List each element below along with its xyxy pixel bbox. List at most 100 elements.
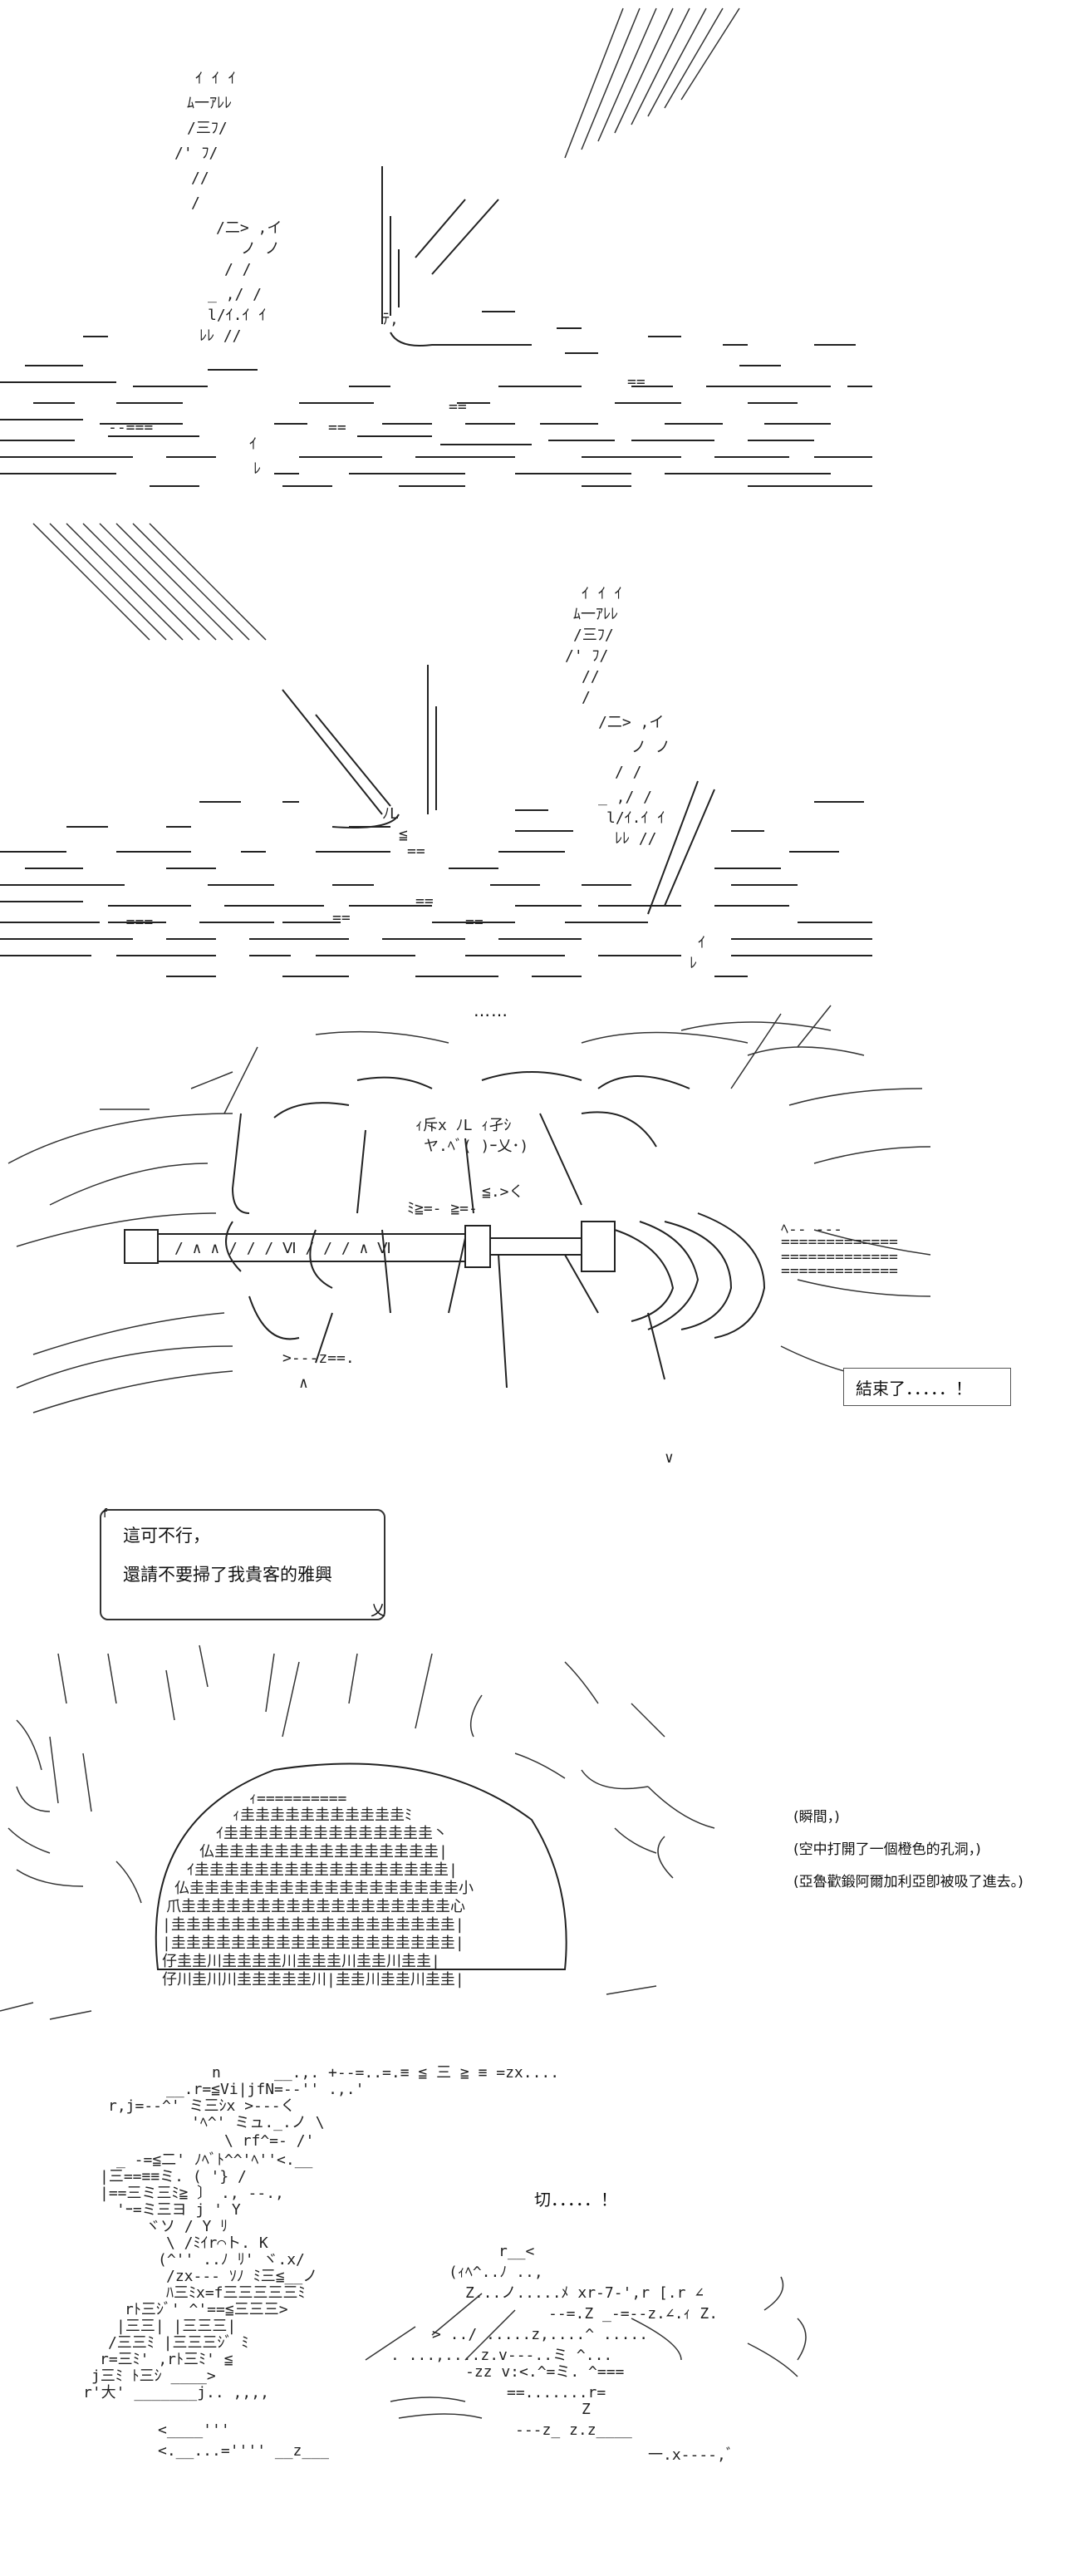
svg-text:<____''': <____''' — [158, 2421, 230, 2439]
ascii-art-portal-hole: ｨ========== ｨ圭圭圭圭圭圭圭圭圭圭圭ﾐ ｲ圭圭圭圭圭圭圭圭圭圭圭圭圭… — [0, 1644, 715, 2020]
svg-text:≦.>く: ≦.>く — [482, 1183, 524, 1201]
svg-text:爪圭圭圭圭圭圭圭圭圭圭圭圭圭圭圭圭圭圭心: 爪圭圭圭圭圭圭圭圭圭圭圭圭圭圭圭圭圭圭心 — [166, 1898, 465, 1915]
panel-5: ｨ========== ｨ圭圭圭圭圭圭圭圭圭圭圭ﾐ ｲ圭圭圭圭圭圭圭圭圭圭圭圭圭… — [0, 1637, 1080, 2044]
panel-1: ｲ ｲ ｲ ﾑ一ｱﾚﾚ /三ﾌ/ /' ﾌ/ // / /二> ,イ ノ ノ /… — [0, 0, 1080, 499]
svg-text:ｨ圭圭圭圭圭圭圭圭圭圭圭ﾐ: ｨ圭圭圭圭圭圭圭圭圭圭圭ﾐ — [233, 1807, 412, 1824]
svg-text:==: == — [415, 892, 434, 910]
svg-text:ﾐ≧=- ≧=-: ﾐ≧=- ≧=- — [407, 1200, 478, 1217]
svg-text:--===: --=== — [108, 913, 153, 931]
svg-text:==: == — [449, 398, 467, 415]
svg-text:ｲ圭圭圭圭圭圭圭圭圭圭圭圭圭圭丶: ｲ圭圭圭圭圭圭圭圭圭圭圭圭圭圭丶 — [216, 1825, 448, 1842]
svg-text:/三ﾌ/: /三ﾌ/ — [187, 120, 228, 137]
speech-bubble-host: f 這可不行， 還請不要掃了我貴客的雅興 乂 — [100, 1507, 385, 1620]
ascii-art-sword-clash: / ∧ ∧ / / / Ⅵ / / / ∧ Ⅵ ｨ斥x ﾉL ｨ孑ｼ ヤ.ﾍﾞ(… — [7, 1005, 931, 1467]
svg-text:j三ﾐ ﾄ三ｼ ____>: j三ﾐ ﾄ三ｼ ____> — [91, 2367, 216, 2385]
svg-text:> ../ .....z,....^ ....: > ../ .....z,....^ ..... — [432, 2326, 648, 2343]
svg-text:--=.Z _-=--z.∠.ｨ Z.: --=.Z _-=--z.∠.ｨ Z. — [548, 2305, 718, 2323]
panel-3: …… — [0, 997, 1080, 1487]
svg-text:ｨ==========: ｨ========== — [249, 1790, 347, 1807]
svg-text:一.x----,ﾞ: 一.x----,ﾞ — [648, 2446, 734, 2464]
svg-text:ｲ圭圭圭圭圭圭圭圭圭圭圭圭圭圭圭圭圭|: ｲ圭圭圭圭圭圭圭圭圭圭圭圭圭圭圭圭圭| — [187, 1861, 458, 1879]
svg-text:ﾉL: ﾉL — [382, 805, 399, 823]
svg-text:/ /: / / — [615, 764, 642, 781]
svg-text:|圭圭圭圭圭圭圭圭圭圭圭圭圭圭圭圭圭圭圭|: |圭圭圭圭圭圭圭圭圭圭圭圭圭圭圭圭圭圭圭| — [162, 1916, 464, 1934]
svg-text:ｲ: ｲ — [249, 435, 257, 453]
svg-text:'ﾍ^' ミュ._.ノ \: 'ﾍ^' ミュ._.ノ \ — [191, 2114, 325, 2131]
panel-2: ｲ ｲ ｲ ﾑ一ｱﾚﾚ /三ﾌ/ /' ﾌ/ // / /二> ,イ ノ ノ /… — [0, 515, 1080, 997]
narration-line-2: (空中打開了一個橙色的孔洞，) — [793, 1841, 981, 1859]
svg-text:l/ｲ.ｲ ｲ: l/ｲ.ｲ ｲ — [606, 809, 665, 827]
svg-text:/ /: / / — [224, 261, 252, 278]
svg-text:\ rf^=- /': \ rf^=- /' — [224, 2132, 314, 2150]
svg-text:/三ﾌ/: /三ﾌ/ — [573, 627, 614, 644]
svg-text:ﾑ一ｱﾚﾚ: ﾑ一ｱﾚﾚ — [187, 95, 232, 112]
svg-text:ｲ ｲ ｲ: ｲ ｲ ｲ — [195, 70, 236, 87]
svg-text:/zx--- ｿﾉ ﾐ三≦__ノ: /zx--- ｿﾉ ﾐ三≦__ノ — [166, 2268, 317, 2285]
svg-text:r__<: r__< — [498, 2243, 535, 2260]
svg-text:==.......r=: ==.......r= — [507, 2384, 606, 2401]
panel-4: f 這可不行， 還請不要掃了我貴客的雅興 乂 — [0, 1496, 1080, 1645]
svg-text:/: / — [582, 689, 591, 706]
svg-text:ノ ノ: ノ ノ — [241, 240, 280, 258]
narration-line-3: (亞魯歡鍛阿爾加利亞卽被吸了進去。) — [793, 1874, 1024, 1891]
svg-text:ﾚ: ﾚ — [253, 460, 261, 478]
svg-text:==: == — [627, 373, 646, 391]
svg-text:__.r=≦Vi|jfN=--'' .,.': __.r=≦Vi|jfN=--'' .,.' — [166, 2081, 364, 2098]
svg-text:rﾄ三ｼﾞ' ^'==≦三三三>: rﾄ三ｼﾞ' ^'==≦三三三> — [125, 2301, 288, 2318]
svg-text:==: == — [407, 843, 425, 860]
svg-text:ヤ.ﾍﾞ( )ｰ乂･): ヤ.ﾍﾞ( )ｰ乂･) — [424, 1138, 528, 1155]
svg-text:(ｨﾍ^..ﾉ ..,: (ｨﾍ^..ﾉ .., — [449, 2264, 543, 2281]
speech-text-ended: 結束了．．．．．！ — [856, 1379, 972, 1399]
svg-text:_ ,/ /: _ ,/ / — [598, 789, 652, 806]
ellipsis-text: …… — [474, 1000, 508, 1020]
svg-text:r'大' _______j.. ,,,,: r'大' _______j.. ,,,, — [83, 2384, 269, 2401]
svg-text:n: n — [212, 2064, 221, 2082]
svg-text:ﾊ三ﾐx=f三三三三三ﾐ: ﾊ三ﾐx=f三三三三三ﾐ — [166, 2284, 306, 2302]
svg-text:=============: ============= — [781, 1262, 898, 1280]
svg-text:=============: ============= — [781, 1233, 898, 1251]
svg-text:|==三ミ三ﾐ≧ 〕 ., ‐-.,: |==三ミ三ﾐ≧ 〕 ., ‐-., — [100, 2185, 284, 2202]
svg-text:/三三ﾐ |三三三ｼﾞ ﾐ: /三三ﾐ |三三三ｼﾞ ﾐ — [108, 2334, 248, 2352]
svg-text:仏圭圭圭圭圭圭圭圭圭圭圭圭圭圭圭|: 仏圭圭圭圭圭圭圭圭圭圭圭圭圭圭圭| — [199, 1843, 448, 1861]
bubble-tail: 乂 — [371, 1602, 385, 1620]
svg-text:ヾソ / Y ﾘ: ヾソ / Y ﾘ — [145, 2218, 228, 2235]
svg-text:__.,. +--=..=.≡ ≦ 三 ≧ ≡ =zx...: __.,. +--=..=.≡ ≦ 三 ≧ ≡ =zx.... — [274, 2064, 559, 2082]
narration-line-1: (瞬間，) — [793, 1809, 840, 1826]
svg-text://: // — [582, 668, 600, 686]
svg-text:==: == — [332, 909, 351, 927]
svg-text:Z: Z — [582, 2401, 591, 2418]
svg-text:ｲ ｲ ｲ: ｲ ｲ ｲ — [582, 585, 622, 602]
svg-text:|三三| |三三三|: |三三| |三三三| — [116, 2318, 236, 2335]
svg-text:ﾍ-- ---: ﾍ-- --- — [781, 1221, 842, 1238]
svg-text:ﾚ: ﾚ — [690, 955, 697, 972]
bubble-marker: f — [103, 1507, 107, 1521]
svg-text:==: == — [328, 419, 346, 436]
speech-line-2: 還請不要掃了我貴客的雅興 — [123, 1564, 332, 1585]
svg-text:ﾚﾚ //: ﾚﾚ // — [199, 327, 242, 345]
svg-text:|圭圭圭圭圭圭圭圭圭圭圭圭圭圭圭圭圭圭圭|: |圭圭圭圭圭圭圭圭圭圭圭圭圭圭圭圭圭圭圭| — [162, 1934, 464, 1952]
svg-text:==: == — [465, 913, 484, 931]
ascii-art-sea-scene-1: ｲ ｲ ｲ ﾑ一ｱﾚﾚ /三ﾌ/ /' ﾌ/ // / /二> ,イ ノ ノ /… — [0, 7, 872, 487]
svg-text:|三==≡≡ミ. ( '} /: |三==≡≡ミ. ( '} / — [100, 2168, 247, 2185]
narration-block: (瞬間，) (空中打開了一個橙色的孔洞，) (亞魯歡鍛阿爾加利亞卽被吸了進去。) — [793, 1802, 1024, 1899]
svg-text:ﾚﾚ //: ﾚﾚ // — [615, 830, 657, 848]
svg-text:>---z==.: >---z==. — [282, 1349, 355, 1367]
svg-text:∧: ∧ — [299, 1374, 308, 1392]
svg-text:∨: ∨ — [665, 1449, 674, 1467]
svg-text:r=三ﾐ' ,rﾄ三ﾐ' ≦: r=三ﾐ' ,rﾄ三ﾐ' ≦ — [100, 2351, 233, 2368]
svg-text://: // — [191, 170, 209, 187]
svg-text:---z_ z.z____: ---z_ z.z____ — [515, 2421, 632, 2439]
svg-text:仔川圭川川圭圭圭圭圭川|圭圭川圭圭川圭圭|: 仔川圭川川圭圭圭圭圭川|圭圭川圭圭川圭圭| — [162, 1971, 464, 1989]
panel-6: n __.,. +--=..=.≡ ≦ 三 ≧ ≡ =zx.... __.r=≦… — [0, 2044, 1080, 2576]
svg-text:'ｰ=ミ三ヨ j ' Y: 'ｰ=ミ三ヨ j ' Y — [116, 2201, 241, 2219]
svg-text:l/ｲ.ｲ ｲ: l/ｲ.ｲ ｲ — [208, 307, 266, 324]
svg-text:/' ﾌ/: /' ﾌ/ — [565, 647, 608, 665]
svg-text:ﾃ,: ﾃ, — [382, 311, 399, 328]
svg-text:\ /ﾐｲr⌒ト. K: \ /ﾐｲr⌒ト. K — [166, 2234, 268, 2252]
svg-text:--===: --=== — [108, 419, 153, 436]
svg-text:仏圭圭圭圭圭圭圭圭圭圭圭圭圭圭圭圭圭圭小: 仏圭圭圭圭圭圭圭圭圭圭圭圭圭圭圭圭圭圭小 — [174, 1880, 474, 1897]
speech-box-ended: 結束了．．．．．！ — [843, 1368, 1011, 1406]
svg-text:/二> ,イ: /二> ,イ — [598, 714, 664, 731]
ascii-art-figure-pulled-in: n __.,. +--=..=.≡ ≦ 三 ≧ ≡ =zx.... __.r=≦… — [83, 2064, 807, 2464]
svg-text:r,j=--^' ミ三ｼx >---く: r,j=--^' ミ三ｼx >---く — [108, 2097, 296, 2115]
